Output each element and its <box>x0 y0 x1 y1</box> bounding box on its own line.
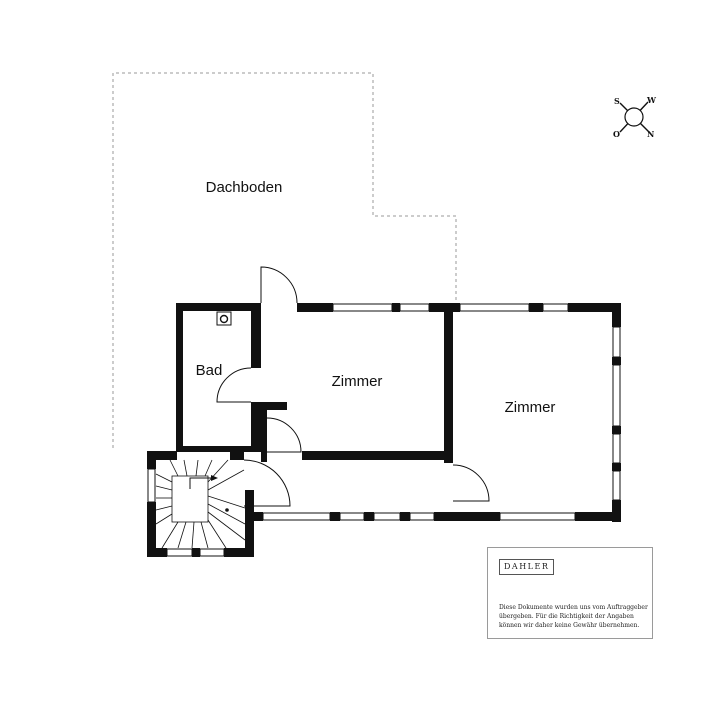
zimmer2-right-wall-mid2 <box>612 426 621 434</box>
stair-step <box>177 521 187 549</box>
window <box>399 303 430 312</box>
window <box>339 512 365 521</box>
zimmer2-right-wall-top <box>612 303 621 327</box>
bad-bottom-wall <box>176 446 262 452</box>
bad-right-wall-lower <box>251 402 261 452</box>
window <box>166 548 193 557</box>
window <box>147 468 156 503</box>
bottom-wall-2 <box>330 512 340 521</box>
door-stair <box>243 459 291 507</box>
room-label-bad: Bad <box>196 362 223 379</box>
info-box: DAHLER Diese Dokumente wurden uns vom Au… <box>487 547 653 639</box>
stair-top-wall-left <box>147 451 177 460</box>
stair-step <box>200 521 209 549</box>
compass-letter-w: W <box>646 95 657 105</box>
fixture-box <box>216 311 232 326</box>
bottom-wall-5 <box>434 512 500 521</box>
compass-letter-o: O <box>613 129 620 139</box>
room-label-dachboden: Dachboden <box>206 179 283 196</box>
fixture-drain <box>219 314 229 324</box>
window <box>409 512 435 521</box>
zimmer2-top-wall-right <box>568 303 621 312</box>
window <box>373 512 401 521</box>
zimmer2-top-wall-left <box>444 303 460 312</box>
stair-step <box>183 459 188 477</box>
stair-left-wall-top <box>147 451 156 469</box>
stair-well <box>171 475 209 523</box>
window <box>612 364 621 427</box>
stair-step <box>204 459 213 477</box>
zimmer1-bottom-wall <box>302 451 452 460</box>
doors <box>216 266 490 507</box>
zimmer2-right-wall-bottom <box>612 500 621 522</box>
stair-step <box>207 469 245 491</box>
bottom-wall-3 <box>364 512 374 521</box>
zimmer1-top-wall-mid <box>392 303 400 312</box>
window <box>612 326 621 358</box>
attic-outline <box>112 72 457 448</box>
zimmer2-right-wall-mid3 <box>612 463 621 471</box>
bad-left-wall <box>176 303 183 451</box>
stair-step <box>195 459 199 477</box>
stair-bottom-wall-mid <box>192 548 200 557</box>
stair-bottom-wall-right <box>224 548 254 557</box>
stair-step <box>191 521 195 549</box>
zimmer2-right-wall-mid1 <box>612 357 621 365</box>
windows <box>147 303 621 557</box>
window <box>262 512 331 521</box>
compass-circle <box>624 107 644 127</box>
staircase <box>155 459 246 549</box>
stair-step <box>207 511 246 541</box>
stair-top-wall-right <box>230 451 244 460</box>
stair-step <box>207 519 227 549</box>
stair-step <box>169 459 179 477</box>
window <box>542 303 569 312</box>
zimmer1-top-wall-right <box>429 303 457 312</box>
zimmer1-top-wall-left <box>297 303 333 312</box>
window <box>199 548 225 557</box>
corridor-partition-top <box>251 402 287 410</box>
stair-right-wall <box>245 490 254 557</box>
compass-letter-n: N <box>647 129 654 139</box>
stair-arrow-line <box>189 477 213 489</box>
bottom-wall-4 <box>400 512 410 521</box>
walls <box>147 303 621 557</box>
window <box>459 303 530 312</box>
window <box>612 433 621 464</box>
stair-arrow-head <box>211 475 218 481</box>
door-attic <box>260 266 298 304</box>
middle-partition <box>444 303 453 463</box>
door-bad <box>216 367 252 403</box>
window <box>332 303 393 312</box>
window <box>612 470 621 501</box>
stair-step <box>161 521 179 549</box>
brand-logo: DAHLER <box>499 559 555 575</box>
stair-step <box>207 495 246 509</box>
compass-letter-s: S <box>614 96 620 106</box>
bad-top-wall <box>176 303 261 311</box>
window <box>499 512 576 521</box>
stair-step <box>155 505 173 511</box>
stair-step <box>155 473 173 483</box>
stair-step <box>155 513 173 525</box>
room-label-zimmer-1: Zimmer <box>332 373 383 390</box>
disclaimer-text: Diese Dokumente wurden uns vom Auftragge… <box>499 604 648 629</box>
stair-bottom-wall-left <box>147 548 167 557</box>
bottom-wall-6 <box>575 512 621 521</box>
door-zimmer2 <box>452 464 490 502</box>
stair-step <box>155 485 173 491</box>
bad-fixture <box>216 311 232 326</box>
bad-right-wall-upper <box>251 303 261 368</box>
stair-marker <box>225 508 229 512</box>
door-corridor <box>266 417 302 453</box>
compass-icon: S W O N <box>613 95 657 139</box>
stair-left-wall-bottom <box>147 502 156 557</box>
zimmer2-top-wall-mid <box>529 303 543 312</box>
corridor-partition-left <box>261 402 267 462</box>
stair-step <box>207 503 246 525</box>
room-label-zimmer-2: Zimmer <box>505 399 556 416</box>
